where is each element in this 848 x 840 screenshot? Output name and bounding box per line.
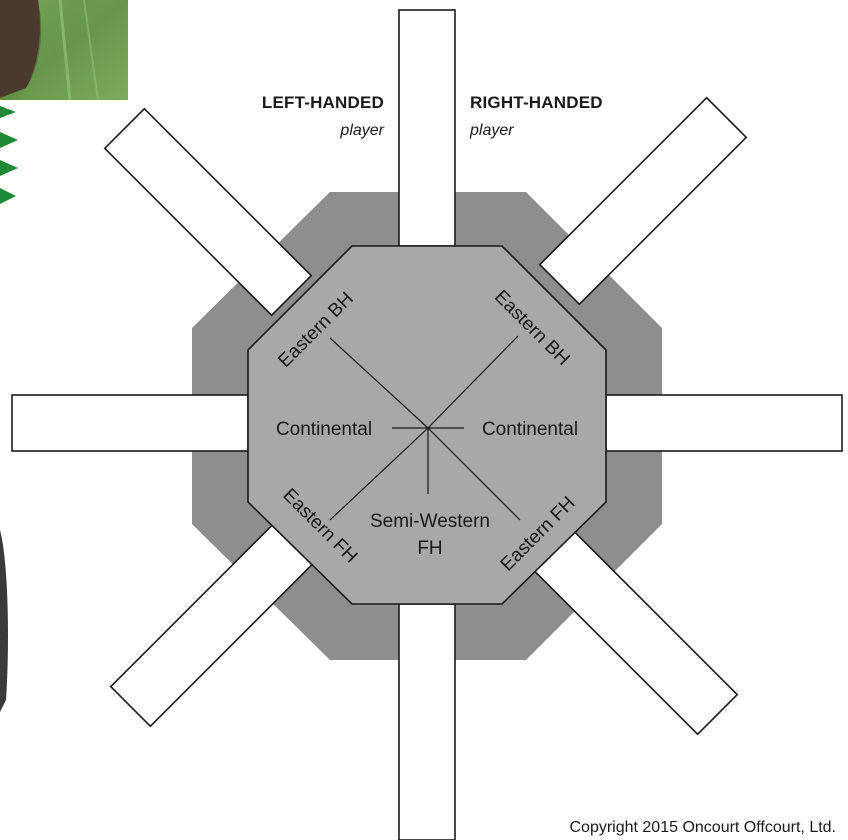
bevel-rect-left <box>11 394 249 452</box>
semi-western-fh-label-line2: FH <box>417 538 442 559</box>
bevel-rect-lower-left <box>109 518 319 728</box>
inner-octagon <box>247 245 607 605</box>
continental-left-label: Continental <box>276 419 372 440</box>
arrowhead-icon <box>0 188 16 204</box>
left-handed-subtitle: player <box>339 122 384 139</box>
arrowhead-icon <box>0 132 18 148</box>
bevel-rect-right <box>605 394 843 452</box>
bevel-rect-upper-left <box>103 107 313 317</box>
bevel-rect-top <box>398 9 456 247</box>
grip-connector-lines <box>329 335 521 521</box>
right-handed-title: RIGHT-HANDED <box>470 93 603 112</box>
continental-right-label: Continental <box>482 419 578 440</box>
copyright-notice: Copyright 2015 Oncourt Offcourt, Ltd. <box>569 819 836 836</box>
left-handed-title: LEFT-HANDED <box>262 93 384 112</box>
bevel-rect-upper-right <box>538 96 748 306</box>
bevel-rectangles <box>11 9 843 840</box>
cropped-photo-edge <box>0 530 8 712</box>
green-arrowhead-icons <box>0 106 18 204</box>
bevel-rect-bottom <box>398 603 456 840</box>
arrowhead-icon <box>0 106 16 118</box>
racket-handle-photo <box>0 0 128 101</box>
semi-western-fh-label-line1: Semi-Western <box>370 511 490 532</box>
arrowhead-icon <box>0 160 18 176</box>
right-handed-subtitle: player <box>469 122 514 139</box>
bevel-rect-lower-right <box>529 526 739 736</box>
